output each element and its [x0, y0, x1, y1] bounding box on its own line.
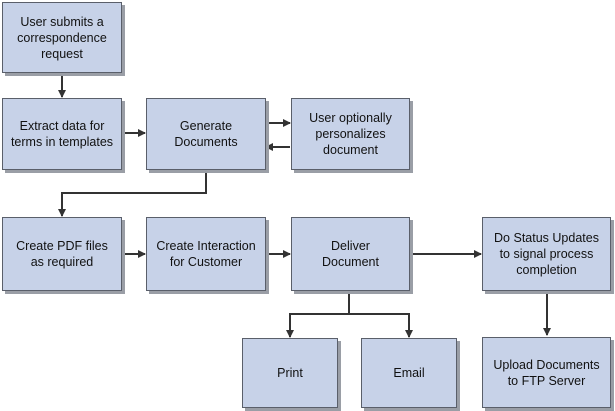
node-status-line: to signal process	[499, 247, 594, 261]
node-personalize-line: User optionally	[309, 111, 392, 125]
node-email-line: Email	[393, 366, 425, 380]
node-personalize-line: personalizes	[315, 127, 386, 141]
node-pdf-line: as required	[30, 255, 94, 269]
arrow-generate-to-pdf	[58, 170, 207, 217]
node-submit-line: User submits a	[20, 14, 104, 29]
node-generate-line: Documents	[174, 135, 238, 149]
node-personalize-line: document	[323, 143, 378, 157]
node-submit-line: correspondence	[17, 30, 107, 45]
arrow-deliver-split	[286, 291, 350, 338]
node-status-line: Do Status Updates	[494, 231, 599, 245]
node-pdf-line: Create PDF files	[16, 239, 108, 253]
node-upload-line: Upload Documents	[493, 357, 600, 372]
node-deliver-line: Document	[322, 255, 379, 269]
node-interaction-line: for Customer	[169, 255, 243, 269]
node-print: Print	[242, 338, 338, 408]
node-deliver-line: Deliver	[331, 239, 370, 253]
arrow-deliver-to-email	[349, 313, 413, 338]
node-generate-line: Generate	[179, 119, 233, 133]
node-create-interaction: Create Interaction for Customer	[146, 217, 266, 291]
node-personalize: User optionally personalizes document	[291, 98, 410, 170]
node-status-updates: Do Status Updates to signal process comple…	[482, 217, 611, 291]
node-interaction-line: Create Interaction	[156, 239, 256, 253]
node-extract-line: Extract data for	[19, 119, 105, 133]
node-extract-line: terms in templates	[10, 135, 114, 149]
node-upload-line: to FTP Server	[507, 373, 586, 388]
node-status-line: completion	[516, 263, 577, 277]
node-print-line: Print	[277, 366, 303, 380]
node-create-pdf: Create PDF files as required	[2, 217, 122, 291]
node-email: Email	[361, 338, 457, 408]
node-submit-line: request	[41, 46, 83, 61]
node-extract: Extract data for terms in templates	[2, 98, 122, 170]
